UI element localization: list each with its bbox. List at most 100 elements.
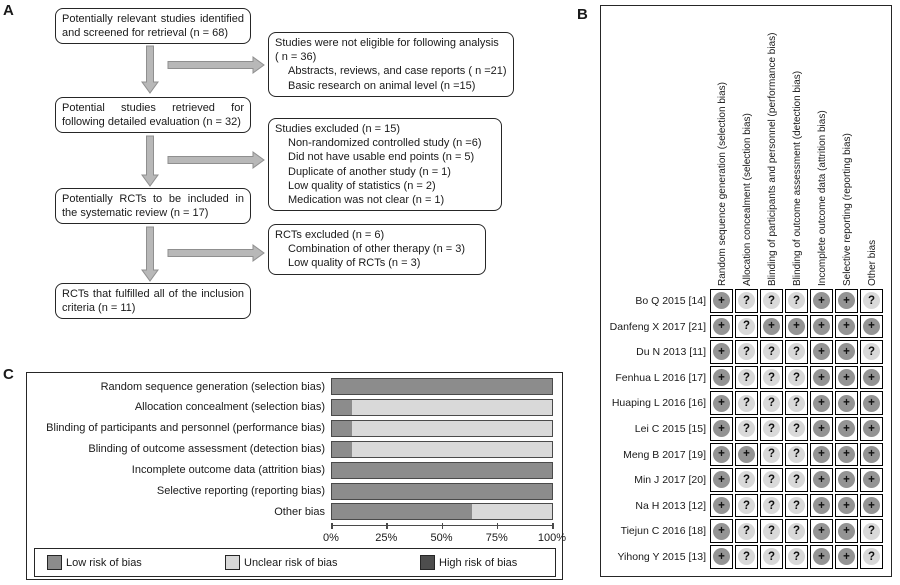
rob-cell: + [835, 314, 858, 339]
low-risk-icon: + [713, 394, 730, 412]
stacked-bar [331, 461, 553, 479]
low-risk-icon: + [838, 292, 855, 310]
rob-cell: ? [735, 391, 758, 415]
low-risk-icon: + [863, 420, 880, 438]
rob-cell: + [810, 519, 833, 543]
rob-cell: ? [760, 391, 783, 415]
unclear-risk-icon: ? [788, 369, 805, 387]
rob-cell: + [710, 442, 733, 467]
rob-cell: ? [785, 468, 808, 492]
bar-segment-low [332, 483, 552, 499]
unclear-risk-icon: ? [763, 343, 780, 361]
rob-cell: + [810, 340, 833, 364]
rob-study-label: Lei C 2015 [15] [634, 423, 706, 435]
low-risk-icon: + [713, 445, 730, 463]
axis-tick-icon [552, 523, 554, 529]
low-risk-icon: + [838, 548, 855, 566]
rob-cell: ? [785, 391, 808, 415]
unclear-risk-icon: ? [738, 343, 755, 361]
rob-cell: + [835, 391, 858, 415]
rob-cell: ? [735, 519, 758, 543]
low-risk-icon: + [713, 497, 730, 515]
low-risk-icon: + [813, 548, 830, 566]
chart-category-label: Random sequence generation (selection bi… [100, 380, 325, 393]
unclear-risk-icon: ? [763, 369, 780, 387]
unclear-risk-icon: ? [863, 343, 880, 361]
rob-cell: ? [735, 289, 758, 313]
flow-box-line: Studies were not eligible for following … [275, 37, 499, 49]
flow-box-line: Combination of other therapy (n = 3) [288, 243, 466, 256]
unclear-risk-icon: ? [788, 292, 805, 310]
low-risk-icon: + [713, 292, 730, 310]
rob-cell: + [810, 314, 833, 339]
bar-segment-low [332, 504, 472, 520]
rob-cell: + [710, 519, 733, 543]
rob-cell: + [860, 391, 883, 415]
rob-cell: + [835, 365, 858, 390]
rob-column-header: Blinding of participants and personnel (… [767, 32, 778, 286]
rob-cell: + [710, 416, 733, 441]
rob-cell: + [860, 365, 883, 390]
legend-item: Low risk of bias [47, 549, 142, 576]
stacked-bar [331, 419, 553, 437]
flow-exclusion-box: Studies excluded (n = 15)Non-randomized … [268, 118, 502, 212]
low-risk-icon: + [713, 548, 730, 566]
low-risk-icon: + [838, 343, 855, 361]
axis-tick-icon [331, 523, 333, 529]
rob-cell: ? [860, 519, 883, 543]
unclear-risk-icon: ? [738, 292, 755, 310]
rob-cell: + [860, 314, 883, 339]
bar-segment-low [332, 441, 353, 457]
flow-box-line: RCTs excluded (n = 6) [275, 229, 385, 241]
rob-cell: + [810, 391, 833, 415]
bar-segment-low [332, 462, 552, 478]
low-risk-icon: + [838, 522, 855, 540]
chart-legend: Low risk of bias Unclear risk of bias High… [34, 548, 556, 577]
rob-cell: + [810, 493, 833, 518]
low-risk-icon: + [863, 497, 880, 515]
rob-cell: ? [785, 519, 808, 543]
flow-box-line: Did not have usable end points (n = 5) [288, 151, 475, 164]
rob-cell: ? [735, 493, 758, 518]
unclear-risk-icon: ? [788, 343, 805, 361]
unclear-risk-icon: ? [763, 471, 780, 489]
unclear-risk-icon: ? [738, 522, 755, 540]
rob-cell: ? [735, 416, 758, 441]
rob-column-header: Random sequence generation (selection bi… [717, 81, 728, 286]
low-risk-icon: + [813, 445, 830, 463]
unclear-risk-icon: ? [788, 548, 805, 566]
unclear-risk-icon: ? [763, 497, 780, 515]
unclear-risk-icon: ? [738, 420, 755, 438]
rob-cell: ? [760, 416, 783, 441]
axis-tick-icon [496, 523, 499, 529]
unclear-risk-icon: ? [788, 445, 805, 463]
unclear-risk-icon: ? [763, 420, 780, 438]
chart-category-label: Allocation concealment (selection bias) [134, 401, 325, 414]
rob-cell: + [860, 416, 883, 441]
rob-cell: ? [785, 416, 808, 441]
low-risk-icon: + [813, 369, 830, 387]
x-axis: 0%25%50%75%100% [323, 523, 566, 544]
unclear-risk-icon: ? [788, 471, 805, 489]
legend-label: Unclear risk of bias [244, 556, 338, 569]
flow-step-box: Potential studies retrieved for followin… [55, 97, 251, 134]
rob-cell: ? [735, 314, 758, 339]
unclear-risk-icon: ? [738, 394, 755, 412]
flow-box-line: Low quality of statistics (n = 2) [288, 179, 436, 192]
flow-box-line: Duplicate of another study (n = 1) [288, 165, 451, 178]
low-risk-icon: + [813, 471, 830, 489]
unclear-risk-icon: ? [738, 317, 755, 335]
flow-box-line: Basic research on animal level (n =15) [288, 79, 476, 92]
low-risk-icon: + [713, 369, 730, 387]
flow-exclusion-box: Studies were not eligible for following … [268, 32, 514, 97]
rob-cell: + [785, 314, 808, 339]
rob-cell: + [710, 544, 733, 569]
rob-cell: ? [760, 442, 783, 467]
flow-step-box: RCTs that fulfilled all of the inclusion… [55, 283, 251, 320]
unclear-risk-icon: ? [738, 548, 755, 566]
axis-tick-label: 75% [485, 532, 508, 544]
rob-cell: + [710, 468, 733, 492]
legend-label: High risk of bias [439, 556, 518, 569]
low-risk-icon: + [713, 471, 730, 489]
